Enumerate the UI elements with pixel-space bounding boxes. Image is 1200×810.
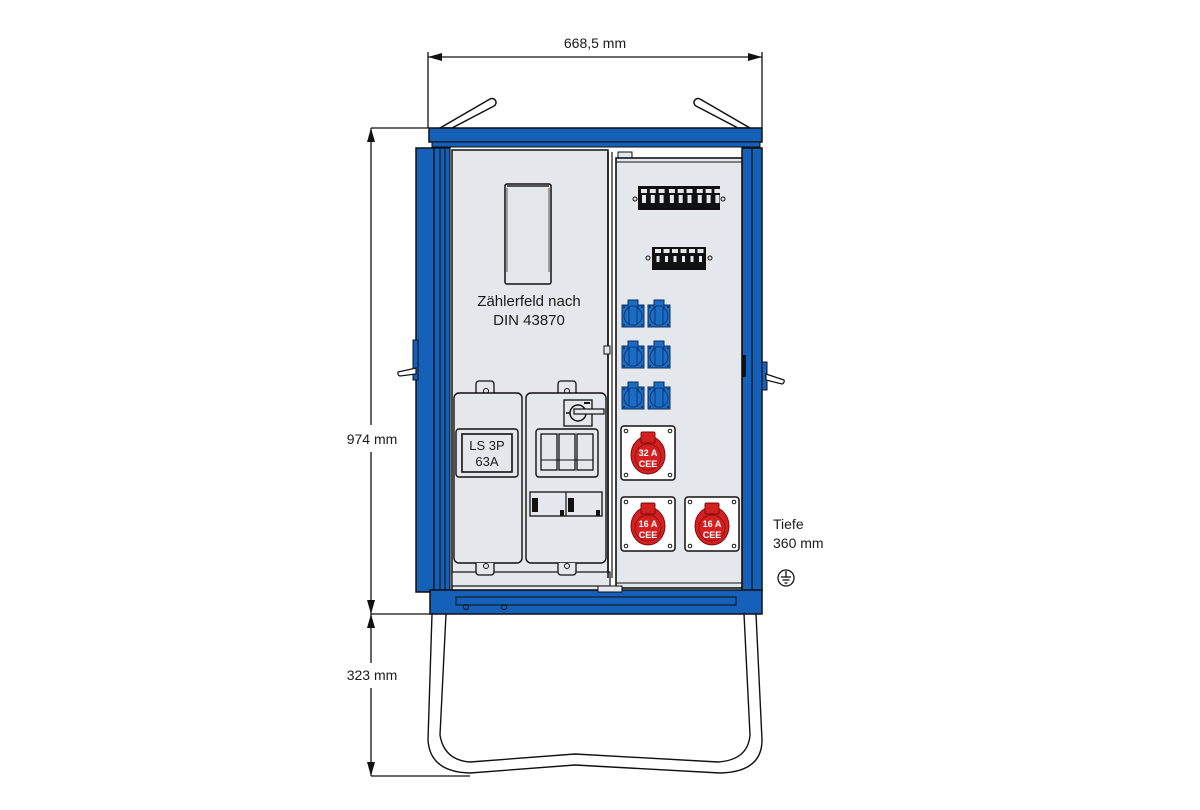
lifting-handle-right — [693, 97, 753, 129]
mcb-breaker[interactable] — [655, 249, 661, 262]
mcb-breaker[interactable] — [680, 249, 687, 262]
meter-field-label-line2: DIN 43870 — [493, 312, 565, 329]
mcb-breaker[interactable] — [697, 249, 704, 262]
main-switch-module — [525, 380, 607, 576]
mcb-breaker[interactable] — [672, 249, 678, 262]
mcb-breaker[interactable] — [649, 189, 656, 203]
center-divider — [603, 151, 633, 578]
width-label: 668,5 mm — [564, 35, 626, 51]
door-handle-left[interactable] — [397, 339, 419, 381]
terminal-block — [529, 491, 603, 517]
leg-height-label: 323 mm — [347, 667, 398, 683]
height-dimension — [367, 127, 430, 615]
schuko-socket-icon[interactable] — [621, 340, 645, 369]
schuko-socket-icon[interactable] — [647, 381, 671, 410]
schuko-socket-icon[interactable] — [621, 299, 645, 328]
fuse-holders — [535, 428, 599, 478]
breaker-module — [453, 380, 523, 576]
mcb-breaker[interactable] — [658, 189, 665, 203]
width-dimension — [427, 52, 763, 128]
mcb-breaker[interactable] — [705, 189, 712, 203]
door-handle-right[interactable] — [740, 355, 785, 391]
depth-value: 360 mm — [773, 535, 824, 551]
mcb-breaker[interactable] — [668, 189, 675, 203]
lifting-handle-left — [437, 97, 497, 129]
ground-icon — [777, 569, 795, 587]
leg-dimension — [367, 614, 470, 777]
cee-rating: 16 A — [639, 519, 658, 529]
depth-label: Tiefe — [773, 516, 804, 532]
rotary-switch-icon[interactable] — [563, 399, 605, 427]
cee-type: CEE — [639, 459, 658, 469]
breaker-label-line1: LS 3P — [469, 438, 504, 453]
mcb-breaker[interactable] — [677, 189, 684, 203]
cee-type: CEE — [703, 530, 722, 540]
meter-field-label-line1: Zählerfeld nach — [477, 293, 580, 310]
schuko-socket-icon[interactable] — [647, 299, 671, 328]
mcb-row-1 — [632, 186, 726, 210]
mcb-breaker[interactable] — [686, 189, 693, 203]
mcb-breaker[interactable] — [663, 249, 670, 262]
breaker-label-line2: 63A — [475, 454, 498, 469]
cee-type: CEE — [639, 530, 658, 540]
mcb-breaker[interactable] — [696, 189, 703, 203]
schuko-socket-icon[interactable] — [647, 340, 671, 369]
mcb-breaker[interactable] — [641, 189, 647, 203]
meter-window — [504, 183, 552, 285]
mcb-breaker[interactable] — [714, 189, 721, 203]
mcb-breaker[interactable] — [689, 249, 695, 262]
schuko-socket-icon[interactable] — [621, 381, 645, 410]
stand-frame — [427, 613, 763, 774]
schuko-socket-grid — [621, 299, 671, 410]
cabinet-body — [415, 127, 763, 615]
mcb-row-2 — [645, 247, 713, 270]
cee-rating: 16 A — [703, 519, 722, 529]
cee-rating: 32 A — [639, 448, 658, 458]
height-label: 974 mm — [347, 431, 398, 447]
